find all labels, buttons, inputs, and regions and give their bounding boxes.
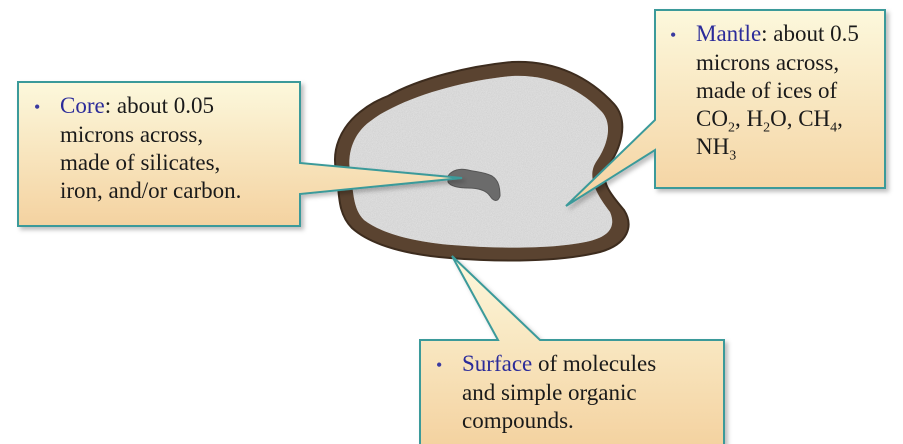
core-line-2: microns across, xyxy=(34,121,241,149)
formula-h2o: H2O, xyxy=(746,106,798,131)
surface-line-3: compounds. xyxy=(436,407,656,435)
bullet-icon: • xyxy=(670,21,696,49)
core-line-3: made of silicates, xyxy=(34,149,241,177)
formula-nh3: NH3 xyxy=(696,134,736,159)
formula-co2: CO2, xyxy=(696,106,746,131)
core-text: •Core: about 0.05 microns across, made o… xyxy=(34,92,241,205)
mantle-line1-rest: : about 0.5 xyxy=(761,21,859,46)
mantle-formula-line-2: NH3 xyxy=(670,133,859,161)
mantle-line-3: made of ices of xyxy=(670,77,859,105)
mantle-formula-line: CO2, H2O, CH4, xyxy=(670,105,859,133)
core-line-4: iron, and/or carbon. xyxy=(34,177,241,205)
surface-line-2: and simple organic xyxy=(436,379,656,407)
core-line1-rest: : about 0.05 xyxy=(105,93,214,118)
surface-line1-rest: of molecules xyxy=(532,351,656,376)
core-line-1: •Core: about 0.05 xyxy=(34,92,241,121)
mantle-line-2: microns across, xyxy=(670,49,859,77)
mantle-text: •Mantle: about 0.5 microns across, made … xyxy=(670,20,859,161)
core-term: Core xyxy=(60,93,105,118)
surface-line-1: •Surface of molecules xyxy=(436,350,656,379)
surface-term: Surface xyxy=(462,351,532,376)
dust-grain xyxy=(335,62,629,261)
bullet-icon: • xyxy=(436,351,462,379)
mantle-line-1: •Mantle: about 0.5 xyxy=(670,20,859,49)
surface-text: •Surface of molecules and simple organic… xyxy=(436,350,656,435)
bullet-icon: • xyxy=(34,93,60,121)
mantle-term: Mantle xyxy=(696,21,761,46)
formula-ch4: CH4, xyxy=(798,106,843,131)
